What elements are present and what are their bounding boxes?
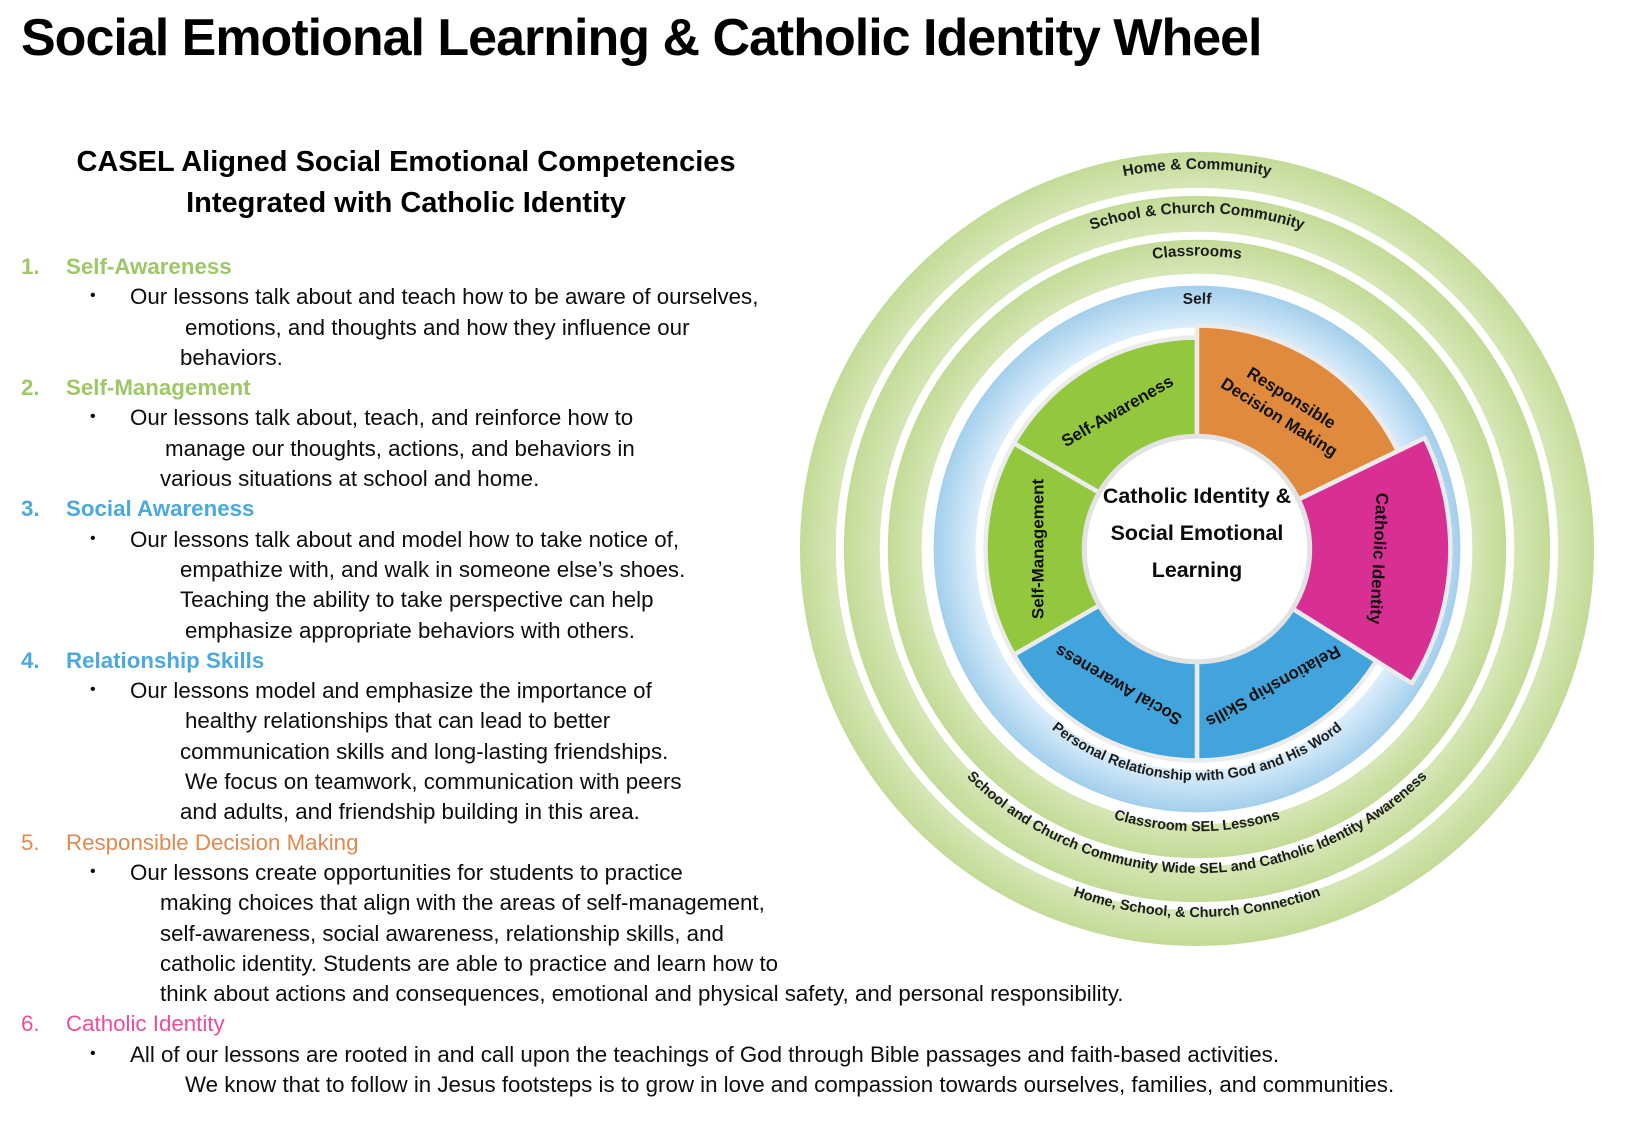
item-number: 4.	[21, 647, 40, 673]
item-heading: 4. Relationship Skills	[21, 646, 1394, 676]
item-text-line: •Our lessons create opportunities for st…	[90, 858, 1394, 888]
list-item-catholic-identity: 6. Catholic Identity •All of our lessons…	[21, 1009, 1394, 1100]
item-label: Self-Awareness	[66, 254, 232, 279]
item-heading: 2. Self-Management	[21, 373, 1394, 403]
item-heading: 3. Social Awareness	[21, 494, 1394, 524]
bullet-icon: •	[90, 529, 96, 547]
ring-label-top-classrooms: Classrooms	[1151, 243, 1243, 263]
ring-label-top-text: Classrooms	[1151, 243, 1243, 263]
item-label: Social Awareness	[66, 496, 255, 522]
bullet-icon: •	[90, 1044, 96, 1062]
item-number: 2.	[21, 375, 40, 401]
item-text-line: and adults, and friendship building in t…	[180, 799, 640, 825]
item-text-line: various situations at school and home.	[160, 466, 540, 492]
item-text-line: Teaching the ability to take perspective…	[180, 587, 654, 613]
subtitle-line-2: Integrated with Catholic Identity	[186, 187, 626, 219]
item-text-line: •Our lessons talk about and teach how to…	[90, 282, 1394, 312]
item-heading: 5. Responsible Decision Making	[21, 828, 1394, 858]
list-item-responsible-decision-making: 5. Responsible Decision Making •Our less…	[21, 828, 1394, 1010]
list-item-social-awareness: 3. Social Awareness •Our lessons talk ab…	[21, 494, 1394, 645]
ring-band-classrooms	[887, 239, 1507, 859]
item-text-line: empathize with, and walk in someone else…	[180, 556, 686, 582]
item-text-line: healthy relationships that can lead to b…	[185, 708, 611, 734]
item-heading: 1. Self-Awareness	[21, 252, 1394, 282]
item-text-line: •Our lessons talk about and model how to…	[90, 525, 1394, 555]
list-item-self-awareness: 1. Self-Awareness •Our lessons talk abou…	[21, 252, 1394, 373]
list-item-relationship-skills: 4. Relationship Skills •Our lessons mode…	[21, 646, 1394, 828]
item-text-line: emphasize appropriate behaviors with oth…	[185, 617, 635, 643]
item-text-line: self-awareness, social awareness, relati…	[160, 920, 724, 946]
segment-label-group: Self-Management	[1028, 479, 1047, 620]
competency-list: 1. Self-Awareness •Our lessons talk abou…	[21, 252, 1394, 1100]
item-label: Catholic Identity	[66, 1011, 225, 1037]
item-text-line: behaviors.	[180, 344, 283, 370]
section-subtitle: CASEL Aligned Social Emotional Competenc…	[21, 142, 791, 224]
ring-band-home-community	[799, 151, 1595, 947]
item-heading: 6. Catholic Identity	[21, 1009, 1394, 1039]
item-text-line: •Our lessons talk about, teach, and rein…	[90, 403, 1394, 433]
bullet-icon: •	[90, 408, 96, 426]
item-text-line: manage our thoughts, actions, and behavi…	[165, 435, 635, 461]
ring-label-top-text: Self	[1182, 291, 1212, 308]
item-text-line: catholic identity. Students are able to …	[160, 950, 779, 976]
item-text-line: We focus on teamwork, communication with…	[185, 769, 682, 795]
item-label: Relationship Skills	[66, 647, 265, 673]
bullet-icon: •	[90, 862, 96, 880]
item-text-line: We know that to follow in Jesus footstep…	[185, 1072, 1395, 1098]
item-number: 5.	[21, 829, 40, 855]
item-text-line: communication skills and long-lasting fr…	[180, 738, 669, 764]
item-text-line: making choices that align with the areas…	[160, 890, 765, 916]
list-item-self-management: 2. Self-Management •Our lessons talk abo…	[21, 373, 1394, 494]
item-label: Self-Management	[66, 375, 251, 401]
item-text-line: •Our lessons model and emphasize the imp…	[90, 676, 1394, 706]
item-text-line: •All of our lessons are rooted in and ca…	[90, 1040, 1394, 1070]
item-text-line: think about actions and consequences, em…	[160, 981, 1124, 1007]
page-title: Social Emotional Learning & Catholic Ide…	[21, 9, 1262, 67]
ring-band-school-church-community	[843, 195, 1551, 903]
subtitle-line-1: CASEL Aligned Social Emotional Competenc…	[76, 146, 736, 178]
item-number: 1.	[21, 254, 40, 279]
ring-label-top-self: Self	[1182, 291, 1212, 308]
bullet-icon: •	[90, 681, 96, 699]
bullet-icon: •	[90, 287, 96, 305]
item-number: 6.	[21, 1011, 40, 1037]
segment-label-self-management: Self-Management	[1028, 479, 1047, 620]
item-label: Responsible Decision Making	[66, 829, 359, 855]
item-number: 3.	[21, 496, 40, 522]
item-text-line: emotions, and thoughts and how they infl…	[185, 314, 690, 340]
wheel-center	[1081, 433, 1313, 665]
